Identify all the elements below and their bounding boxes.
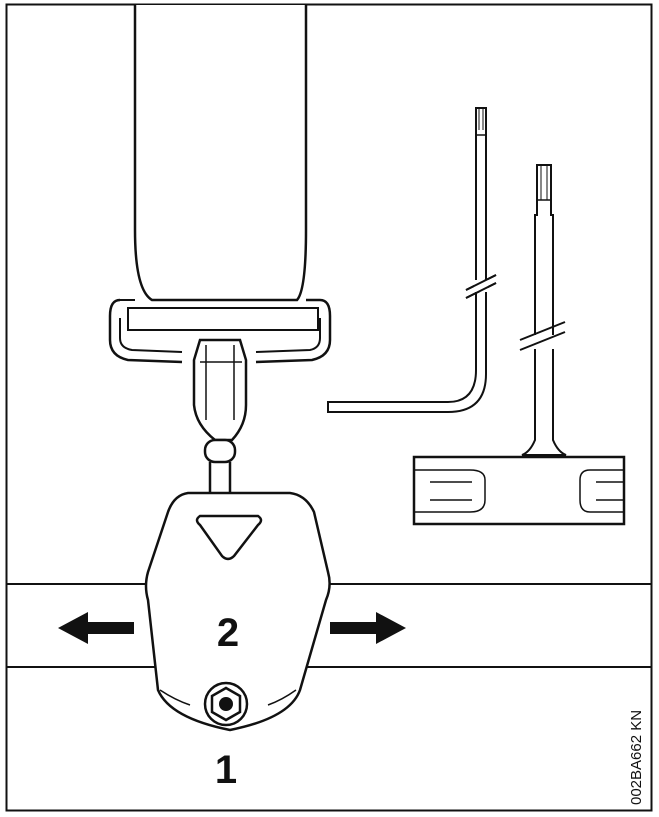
anchor-screw — [203, 681, 249, 727]
anchor-plate — [144, 491, 331, 732]
callout-screw: 1 — [215, 748, 237, 792]
callout-anchor-plate: 2 — [217, 611, 239, 655]
seatbelt-webbing — [127, 5, 319, 331]
belt-d-ring — [108, 298, 332, 364]
t-handle-wrench-icon — [412, 164, 626, 526]
arrow-left-icon — [58, 612, 134, 644]
allen-key-icon — [327, 107, 497, 413]
figure-code: 002BA662 KN — [628, 710, 645, 805]
arrow-right-icon — [330, 612, 406, 644]
